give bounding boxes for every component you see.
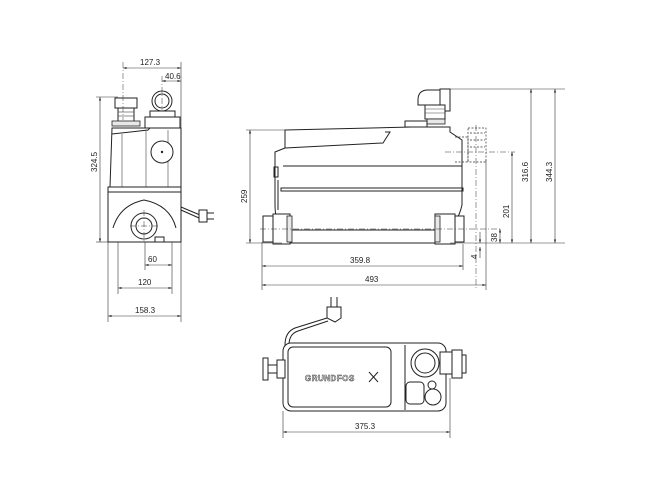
front-view: 127.3 40.6 324.5 60 120 158.3 [90,58,214,322]
dim-body-height: 259 [240,189,249,203]
dim-inlet-offset: 60 [148,255,157,264]
dim-overall-width: 158.3 [135,306,156,315]
side-view: 259 359.8 493 4 38 201 316.6 344.3 [240,88,565,290]
top-view: GRUNDFOS 375.3 [262,297,467,438]
dim-overall-length: 493 [365,275,379,284]
dim-inlet-height: 38 [490,233,499,242]
dim-top-length: 375.3 [355,422,376,431]
dim-overall-height: 344.3 [545,161,554,182]
dim-body-length: 359.8 [350,256,371,265]
dim-foot-span: 120 [138,278,152,287]
dim-side-outlet-height: 201 [502,204,511,218]
dim-front-height: 324.5 [90,151,99,172]
dim-foot-gap: 4 [470,254,479,259]
brand-logo-text: GRUNDFOS [305,374,355,383]
dim-outlet-offset: 40.6 [165,72,181,81]
dim-outlet-height: 316.6 [521,161,530,182]
grundfos-logo: GRUNDFOS [305,371,379,383]
dim-width-top: 127.3 [140,58,161,67]
